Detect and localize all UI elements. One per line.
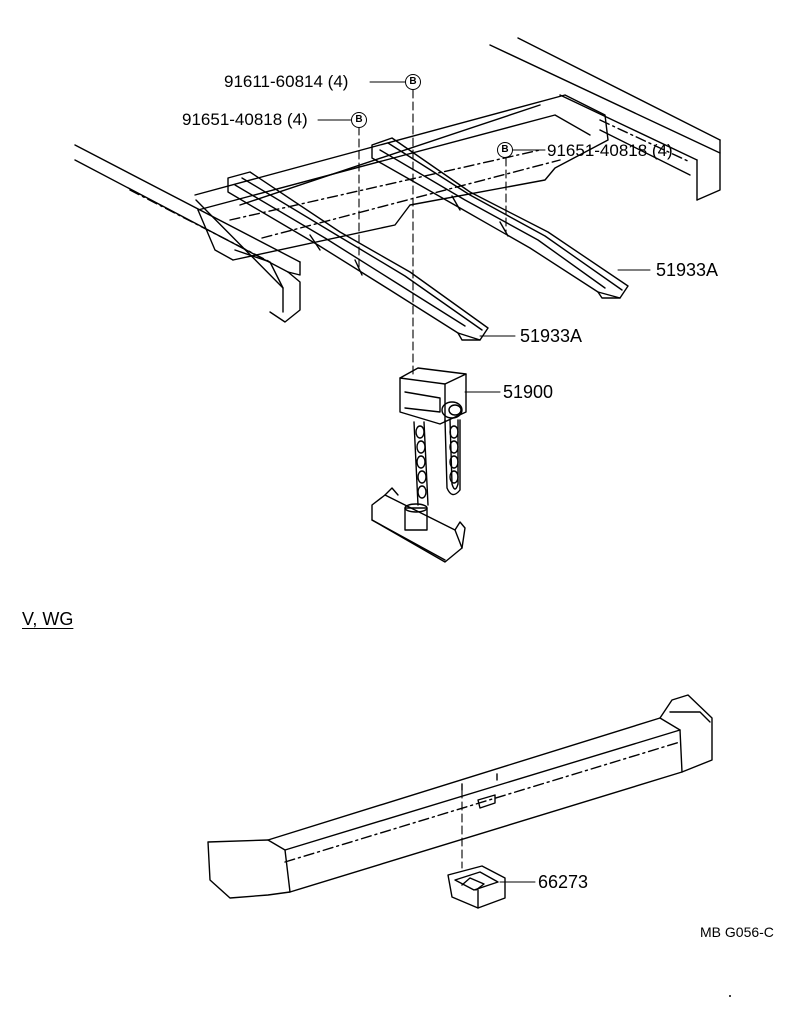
right-support-rail [371, 137, 629, 299]
crossmember [194, 94, 609, 261]
bolt-b-icon-right: B [497, 142, 513, 158]
speck-mark [729, 995, 731, 997]
illustration-code: MB G056-C [700, 924, 774, 940]
label-carrier: 51900 [503, 382, 554, 402]
rear-bumper [207, 694, 713, 899]
section-heading: V, WG [22, 609, 74, 629]
leader-lines [317, 81, 651, 883]
bolt-b-icon-left: B [351, 112, 367, 128]
label-bolt-left: 91651-40818 (4) [182, 110, 308, 129]
label-rail-left: 51933A [520, 326, 583, 346]
assembly-lines [358, 89, 507, 869]
left-support-rail [227, 171, 489, 341]
right-frame-rail [489, 37, 721, 201]
right-chain [444, 419, 461, 496]
left-frame-rail [74, 144, 301, 323]
hitch-bracket [447, 865, 506, 909]
spare-tire-carrier [371, 367, 467, 563]
bolt-b-icon-top: B [405, 74, 421, 90]
tire-hanger [371, 487, 466, 563]
label-bracket: 66273 [538, 872, 589, 892]
label-rail-right: 51933A [656, 260, 719, 280]
label-bolt-right: 91651-40818 (4) [547, 141, 673, 160]
label-bolt-top: 91611-60814 (4) [224, 72, 349, 91]
left-chain [413, 421, 429, 506]
